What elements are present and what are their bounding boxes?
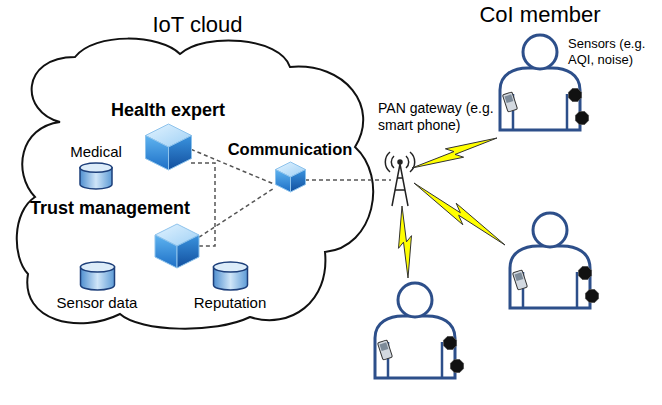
node-label: Communication	[228, 140, 353, 160]
node-label: Health expert	[111, 100, 225, 122]
node-label: CoI member	[479, 2, 600, 28]
cube-face	[155, 235, 177, 268]
cube-face	[145, 136, 168, 171]
person-body	[500, 68, 580, 130]
cloud-outline	[10, 12, 385, 334]
database-cylinder: Medical	[64, 143, 128, 191]
phone-icon	[502, 92, 517, 112]
sensor-icon	[444, 337, 457, 350]
sensor-icon	[586, 290, 599, 303]
sensor-icon	[451, 360, 464, 373]
person-icon	[375, 283, 463, 378]
cylinder-top	[80, 163, 112, 172]
phone-case	[502, 92, 517, 112]
service-cube: Trust management	[30, 198, 205, 270]
cube-face	[168, 136, 191, 171]
person-body	[510, 246, 590, 308]
antenna-symbol	[385, 152, 414, 206]
person-icon	[510, 213, 598, 308]
person-arms	[388, 342, 442, 378]
cube-icon	[145, 124, 191, 170]
person-head	[523, 35, 557, 69]
person-figure: CoI member	[465, 2, 615, 137]
database-cylinder: Sensor data	[50, 262, 145, 314]
cylinder-top	[213, 262, 247, 272]
cylinder-top	[80, 262, 114, 272]
database-cylinder: Reputation	[183, 262, 278, 314]
person-head	[533, 213, 567, 247]
wireless-bolt	[412, 138, 497, 168]
person-arms	[523, 272, 577, 308]
sensor-icon	[576, 112, 589, 125]
cylinder-icon	[80, 163, 112, 189]
person-head	[398, 283, 432, 317]
node-label: Reputation	[194, 294, 267, 312]
phone-case	[377, 340, 392, 360]
sensor-icon	[569, 89, 582, 102]
cube-face	[275, 170, 290, 193]
service-cube: Health expert	[108, 100, 229, 172]
wireless-bolt	[399, 206, 412, 278]
sensor-icon	[579, 267, 592, 280]
phone-icon	[377, 340, 392, 360]
cube-face	[177, 235, 199, 268]
phone-screen	[380, 342, 389, 351]
person-body	[375, 316, 455, 378]
node-label: Sensor data	[57, 294, 138, 312]
sensor-label: Sensors (e.g. AQI, noise)	[568, 36, 660, 67]
cylinder-icon	[213, 262, 247, 290]
phone-screen	[505, 94, 514, 103]
cube-face	[290, 170, 305, 193]
phone-icon	[512, 270, 527, 290]
wireless-bolt	[414, 183, 505, 245]
person-arms	[513, 94, 567, 130]
node-label: Medical	[70, 143, 122, 161]
cloud-outline	[17, 39, 373, 329]
node-label: IoT cloud	[152, 12, 242, 38]
phone-screen	[515, 272, 524, 281]
service-cube: Communication	[225, 140, 356, 194]
phone-case	[512, 270, 527, 290]
gateway-label: PAN gateway (e.g. smart phone)	[378, 100, 496, 134]
cloud-region: IoT cloudHealth expertMedical Communicati…	[10, 12, 385, 334]
cube-icon	[275, 162, 305, 192]
cube-icon	[155, 224, 199, 268]
node-label: Trust management	[30, 198, 190, 220]
cylinder-icon	[80, 262, 114, 290]
